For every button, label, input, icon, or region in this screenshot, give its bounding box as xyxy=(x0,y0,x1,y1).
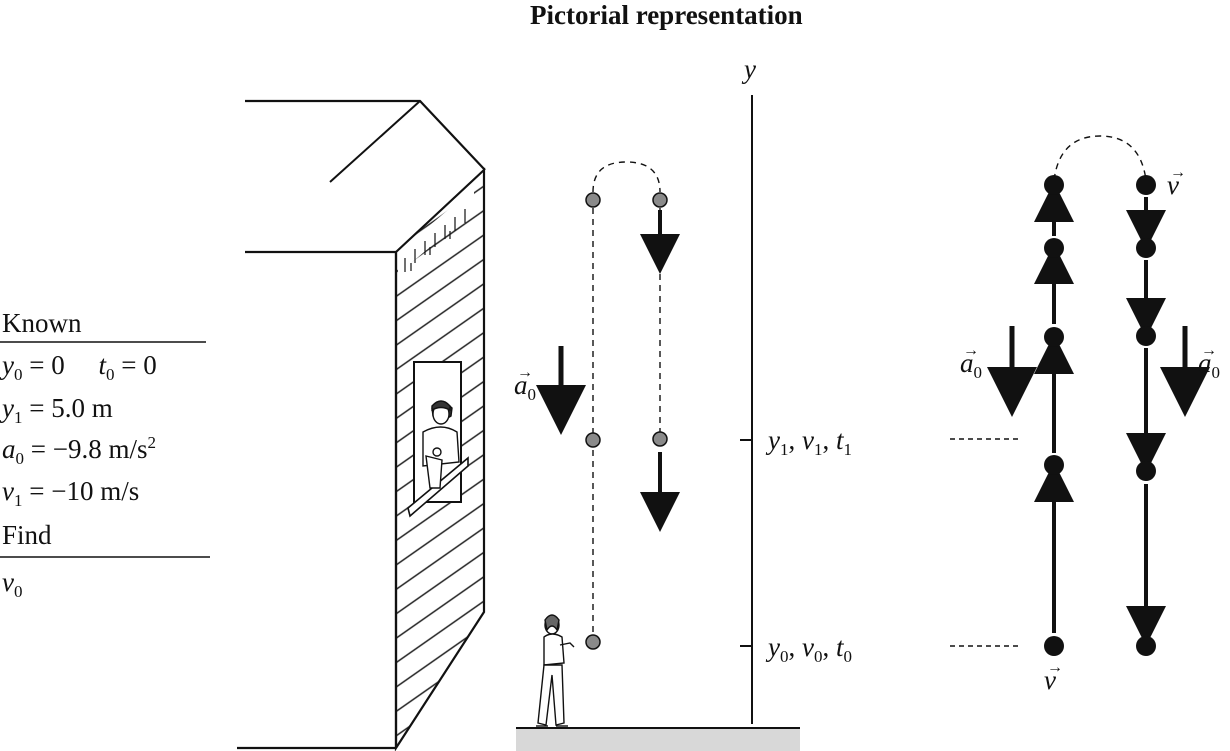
right-motion-diagram xyxy=(950,135,1210,656)
accel-label-right-a: →a0 xyxy=(960,342,982,382)
y0-point-label: y0, v0, t0 xyxy=(768,632,852,666)
right-dot xyxy=(1136,326,1156,346)
accel-label-right-b: →a0 xyxy=(1198,342,1220,382)
y-axis xyxy=(740,95,753,724)
middle-dot xyxy=(652,192,668,208)
middle-dot xyxy=(585,634,601,650)
middle-dot xyxy=(585,432,601,448)
person-in-window xyxy=(422,400,460,489)
right-dot xyxy=(1044,238,1064,258)
ground xyxy=(516,728,800,751)
known-line-3: a0 = −9.8 m/s2 xyxy=(2,433,156,468)
right-dot xyxy=(1136,238,1156,258)
right-dot xyxy=(1044,636,1064,656)
middle-dot xyxy=(585,192,601,208)
right-dot xyxy=(1136,461,1156,481)
known-line-4: v1 = −10 m/s xyxy=(2,476,140,510)
person-on-ground xyxy=(536,614,575,727)
right-dot xyxy=(1136,175,1156,195)
building xyxy=(237,99,486,751)
velocity-label-top: →v xyxy=(1167,164,1186,200)
y1-point-label: y1, v1, t1 xyxy=(768,425,852,459)
accel-label-middle: →a0 xyxy=(514,364,536,404)
known-line-2: y1 = 5.0 m xyxy=(2,393,113,427)
middle-apex-arc xyxy=(592,161,661,193)
known-line-1: y0 = 0 t0 = 0 xyxy=(2,350,157,384)
middle-dot xyxy=(652,431,668,447)
known-header: Known xyxy=(2,308,82,338)
y-axis-label: y xyxy=(744,54,756,84)
right-apex-arc xyxy=(1053,135,1147,181)
find-line-1: v0 xyxy=(2,567,23,601)
middle-motion-diagram xyxy=(536,161,680,650)
diagram-title: Pictorial representation xyxy=(530,0,803,30)
right-dot xyxy=(1044,327,1064,347)
find-header: Find xyxy=(2,520,52,550)
velocity-label-bottom: →v xyxy=(1044,659,1063,695)
right-dot xyxy=(1136,636,1156,656)
right-dot xyxy=(1044,455,1064,475)
right-dot xyxy=(1044,175,1064,195)
